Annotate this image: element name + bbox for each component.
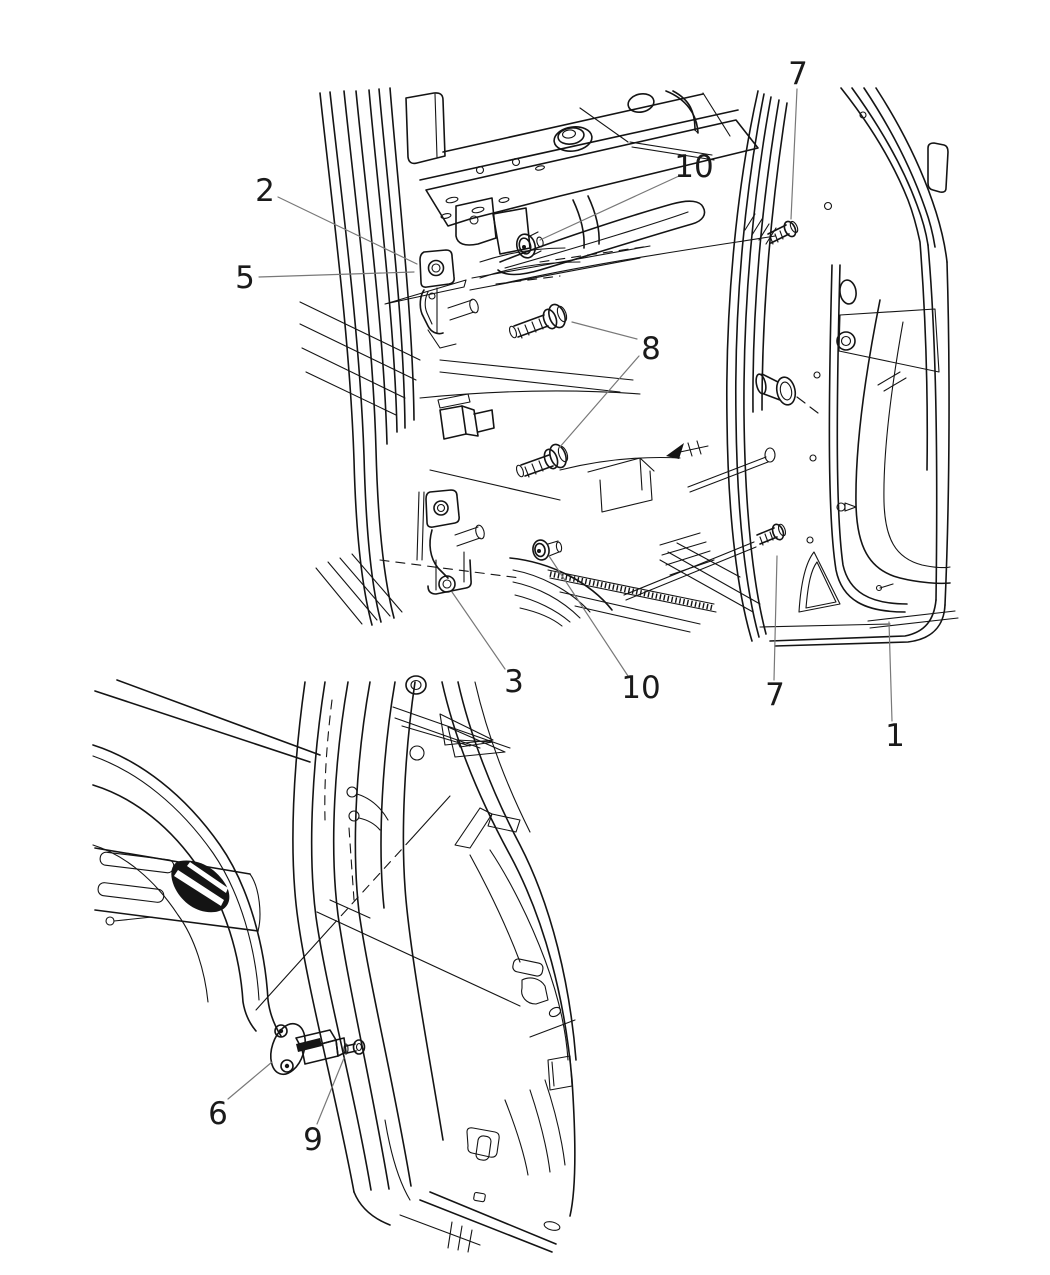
callout-6: 6 [208, 1096, 228, 1132]
callout-1: 1 [885, 718, 905, 754]
lower-view-body-side [92, 679, 321, 1037]
callout-9: 9 [303, 1122, 323, 1158]
nut-10-upper [515, 231, 544, 259]
b-pillar-lower-view [292, 675, 511, 1201]
callout-2: 2 [255, 173, 275, 209]
lower-hinge [416, 489, 485, 595]
rocker-lower-view [353, 1127, 561, 1253]
check-anchor-bracket [437, 393, 495, 440]
cross-lines [255, 786, 521, 1011]
fuel-cup [553, 126, 593, 152]
callout-leaders [227, 88, 893, 1125]
callout-8: 8 [641, 331, 661, 367]
callout-7-upper: 7 [788, 56, 808, 92]
bolt-8-lower [515, 443, 569, 478]
callout-5: 5 [235, 260, 255, 296]
quarter-panel-lower-view [401, 681, 577, 1217]
callout-3: 3 [504, 664, 524, 700]
floor-structure [405, 90, 776, 513]
door-hole-ring [764, 447, 776, 463]
sill-molding [497, 195, 706, 276]
b-pillar-upper-view [299, 87, 421, 626]
callout-10-lower: 10 [621, 670, 660, 706]
rocker-sill [379, 532, 761, 633]
upper-hinge [384, 249, 479, 349]
bolt-7-lower [756, 523, 787, 546]
door-check-knob [755, 373, 819, 414]
callout-10-upper: 10 [674, 149, 713, 185]
direction-arrow [666, 440, 709, 459]
nut-10-lower [532, 539, 563, 561]
callout-labels: 7 10 2 5 8 3 10 7 1 6 9 [208, 56, 905, 1158]
rear-door [726, 87, 959, 647]
bolt-8-upper [508, 303, 568, 339]
door-check-strap [269, 1022, 347, 1076]
pin-9 [343, 1039, 366, 1055]
screw-7-upper [767, 220, 799, 245]
callout-7-lower: 7 [765, 677, 785, 713]
